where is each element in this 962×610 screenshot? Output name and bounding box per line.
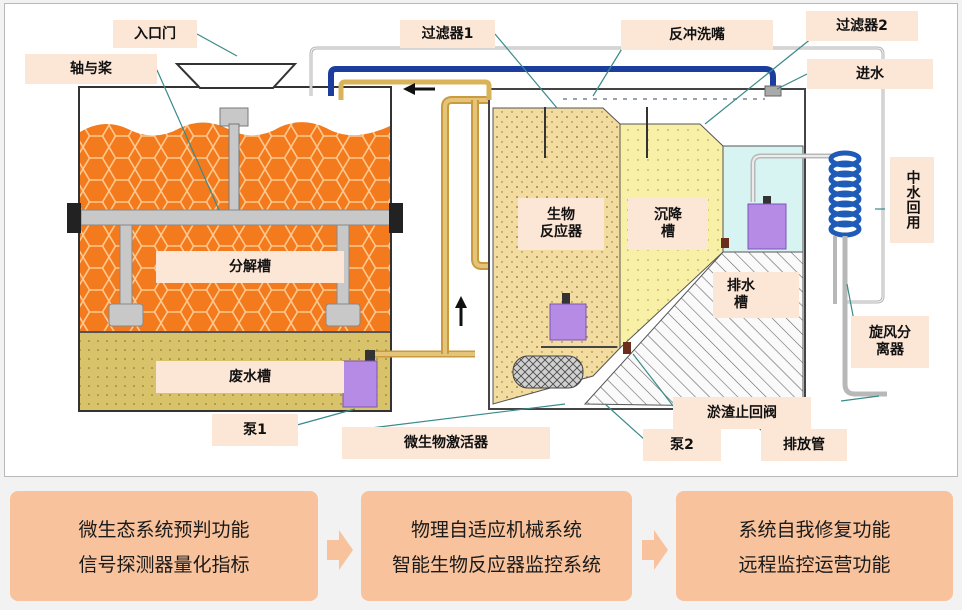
label-inlet-door: 入口门	[113, 20, 197, 48]
decomposition-tank	[67, 63, 403, 412]
feature-panel-1: 微生态系统预判功能 信号探测器量化指标	[10, 491, 318, 601]
feature-panel-1-line1: 微生态系统预判功能	[78, 519, 250, 541]
feature-panel-2-line2: 智能生物反应器监控系统	[391, 554, 601, 576]
cyclone-separator	[750, 150, 887, 397]
label-water-inlet: 进水	[807, 59, 933, 89]
label-bio-reactor: 生物 反应器	[518, 198, 604, 250]
label-filter2: 过滤器2	[806, 11, 918, 41]
label-shaft-paddle: 轴与桨	[25, 54, 157, 84]
chevron-right-icon	[642, 530, 668, 570]
feature-panel-3: 系统自我修复功能 远程监控运营功能	[676, 491, 953, 601]
chevron-right-icon	[327, 530, 353, 570]
label-reclaimed-water: 中水回用	[890, 157, 934, 243]
diagram-frame: 入口门 轴与桨 过滤器1 反冲洗嘴 过滤器2 进水 中水回用 生物 反应器 沉降…	[4, 3, 958, 477]
label-cyclone-separator: 旋风分 离器	[851, 316, 929, 368]
intake-pipe	[309, 46, 885, 304]
feature-panel-1-line2: 信号探测器量化指标	[78, 554, 250, 576]
label-decomposition-tank: 分解槽	[156, 251, 344, 283]
label-waste-water-tank: 废水槽	[156, 361, 344, 393]
label-pump2: 泵2	[643, 429, 721, 461]
label-pump1: 泵1	[212, 414, 298, 446]
feature-panel-2: 物理自适应机械系统 智能生物反应器监控系统	[361, 491, 632, 601]
feature-panel-3-line1: 系统自我修复功能	[738, 519, 891, 541]
transfer-pipe	[441, 96, 495, 354]
label-filter1: 过滤器1	[400, 20, 495, 48]
treatment-housing	[488, 88, 806, 410]
label-settling-tank: 沉降 槽	[628, 198, 708, 250]
feature-panel-3-line2: 远程监控运营功能	[738, 554, 891, 576]
feature-panel-2-line1: 物理自适应机械系统	[410, 519, 582, 541]
label-sludge-check-valve: 淤渣止回阀	[673, 397, 811, 429]
label-backwash-nozzle: 反冲洗嘴	[621, 20, 773, 50]
label-drain-tank: 排水 槽	[713, 272, 799, 318]
pump1-unit	[342, 350, 475, 408]
label-discharge-pipe: 排放管	[761, 429, 847, 461]
label-microbe-activator: 微生物激活器	[342, 427, 550, 459]
